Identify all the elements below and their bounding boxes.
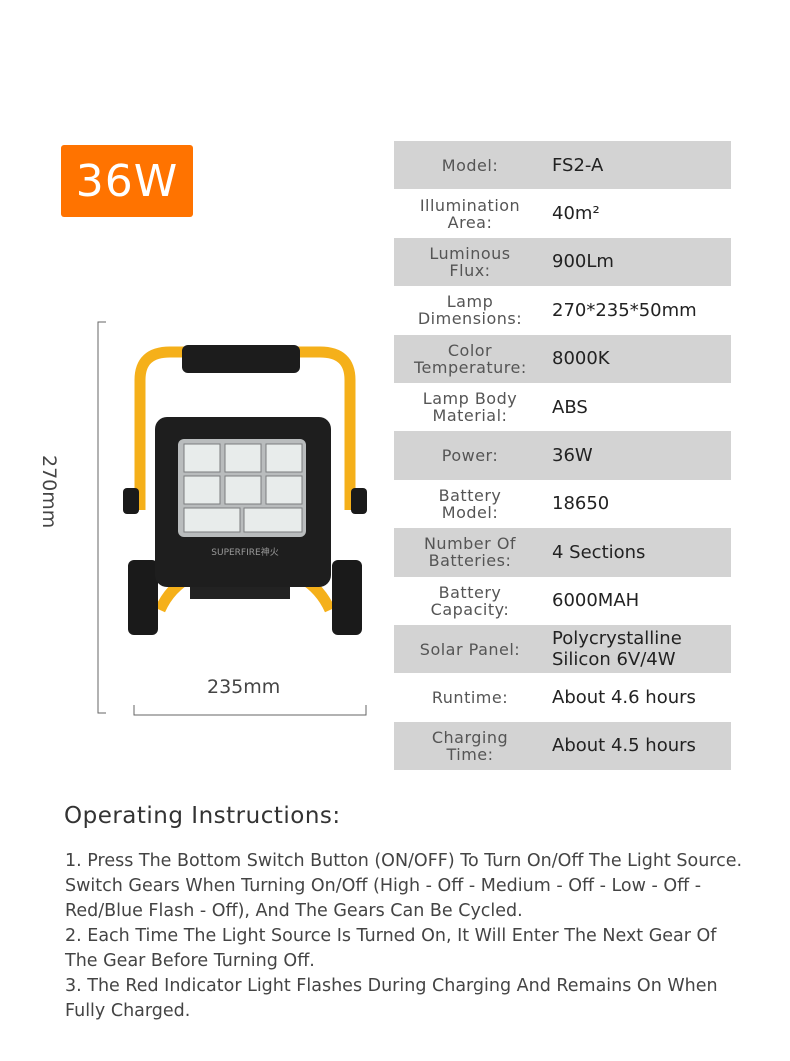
spec-table: Model: FS2-A Illumination Area: 40m² Luminou… bbox=[394, 141, 731, 771]
spec-label: Number Of Batteries: bbox=[423, 534, 517, 571]
instruction-item: 3. The Red Indicator Light Flashes Durin… bbox=[65, 976, 718, 1021]
spec-label: Runtime: bbox=[431, 687, 509, 707]
spec-row: Color Temperature: 8000K bbox=[394, 334, 731, 383]
spec-value: FS2-A bbox=[552, 154, 604, 176]
spec-value: 40m² bbox=[552, 203, 600, 225]
spec-label: Model: bbox=[441, 155, 499, 175]
spec-value: 8000K bbox=[552, 348, 610, 370]
spec-row: Battery Model: 18650 bbox=[394, 480, 731, 528]
instructions-title: Operating Instructions: bbox=[64, 803, 341, 829]
spec-row: Lamp Dimensions: 270*235*50mm bbox=[394, 286, 731, 334]
spec-label: Illumination Area: bbox=[419, 195, 521, 232]
spec-row: Charging Time: About 4.5 hours bbox=[394, 721, 731, 771]
spec-row: Lamp Body Material: ABS bbox=[394, 383, 731, 431]
power-badge: 36W bbox=[61, 145, 193, 217]
spec-label: Lamp Dimensions: bbox=[417, 292, 523, 329]
spec-value: 18650 bbox=[552, 493, 610, 515]
spec-label: Solar Panel: bbox=[419, 639, 521, 659]
spec-row: Illumination Area: 40m² bbox=[394, 189, 731, 237]
spec-value: 6000MAH bbox=[552, 590, 640, 612]
spec-label: Battery Capacity: bbox=[430, 582, 510, 619]
instruction-item: 1. Press The Bottom Switch Button (ON/OF… bbox=[65, 851, 743, 921]
spec-value: About 4.6 hours bbox=[552, 686, 696, 708]
spec-label: Charging Time: bbox=[431, 727, 509, 764]
spec-label: Color Temperature: bbox=[414, 340, 527, 377]
spec-value: 270*235*50mm bbox=[552, 299, 697, 321]
spec-row: Model: FS2-A bbox=[394, 141, 731, 190]
spec-value: 900Lm bbox=[552, 251, 614, 273]
spec-row: Number Of Batteries: 4 Sections bbox=[394, 528, 731, 577]
spec-label: Battery Model: bbox=[438, 485, 502, 522]
product-logo: SUPERFIRE神火 bbox=[211, 546, 278, 558]
spec-value: ABS bbox=[552, 396, 588, 418]
spec-label: Power: bbox=[441, 446, 499, 466]
width-dimension-label: 235mm bbox=[207, 676, 281, 698]
spec-row: Runtime: About 4.6 hours bbox=[394, 673, 731, 721]
spec-value: 4 Sections bbox=[552, 541, 646, 563]
spec-label: Lamp Body Material: bbox=[422, 389, 518, 426]
spec-label: Luminous Flux: bbox=[429, 243, 511, 280]
instruction-item: 2. Each Time The Light Source Is Turned … bbox=[65, 926, 717, 971]
instructions-list: 1. Press The Bottom Switch Button (ON/OF… bbox=[65, 849, 745, 1024]
spec-value: 36W bbox=[552, 445, 593, 467]
spec-row: Luminous Flux: 900Lm bbox=[394, 237, 731, 287]
spec-row: Battery Capacity: 6000MAH bbox=[394, 577, 731, 625]
spec-row: Solar Panel: Polycrystalline Silicon 6V/4… bbox=[394, 624, 731, 674]
floodlight-product-image: SUPERFIRE神火 bbox=[123, 345, 367, 635]
spec-row: Power: 36W bbox=[394, 431, 731, 480]
height-dimension-label: 270mm bbox=[38, 455, 60, 529]
spec-value: Polycrystalline Silicon 6V/4W bbox=[552, 628, 682, 671]
spec-value: About 4.5 hours bbox=[552, 735, 696, 757]
